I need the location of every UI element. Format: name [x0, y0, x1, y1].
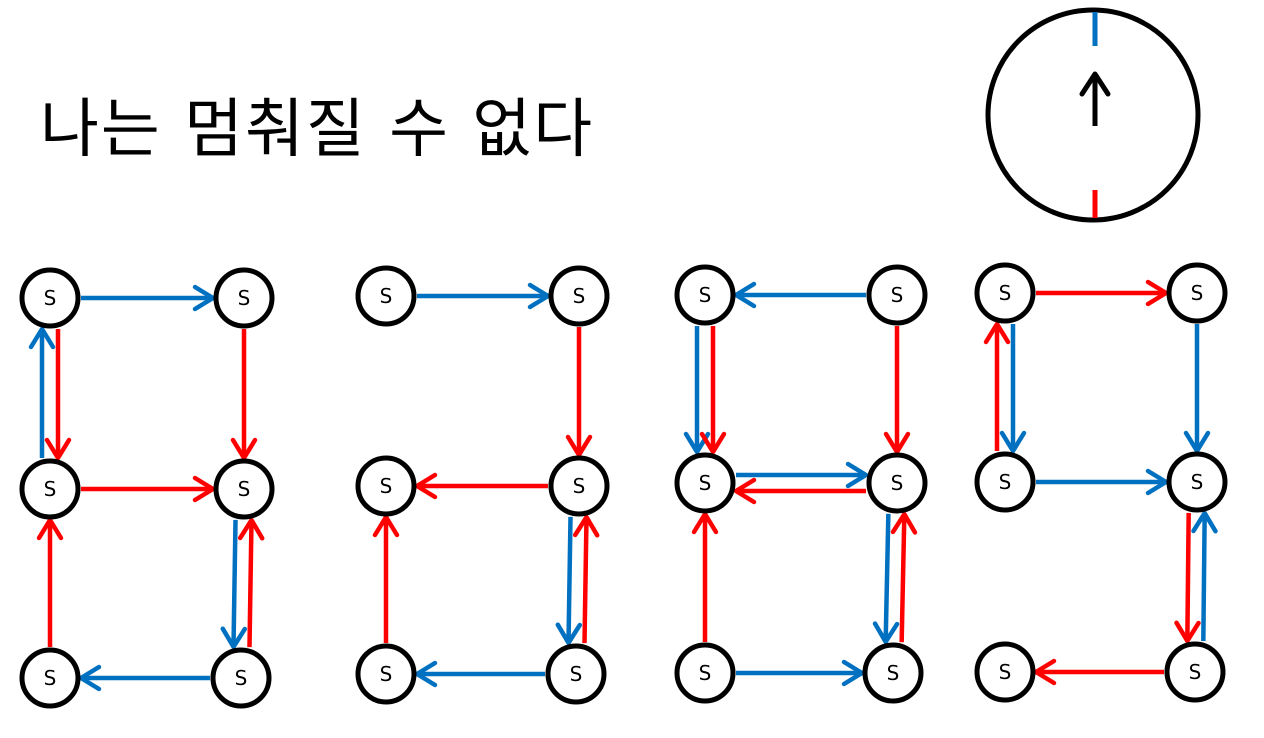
digit-2-edge-br-to-mr-red [572, 514, 600, 644]
digit-1-node-bl: S [19, 647, 81, 709]
digit-2-node-bl: S [355, 643, 417, 705]
node-circle [545, 643, 607, 705]
digit-2-node-br: S [545, 643, 607, 705]
node-circle [674, 264, 736, 326]
node-label: S [380, 662, 393, 686]
digit-3-node-tl: S [674, 264, 736, 326]
node-circle [548, 455, 610, 517]
digit-3-node-ml: S [674, 452, 736, 514]
digit-4-edge-mr-to-br-red [1174, 512, 1201, 644]
node-circle [355, 265, 417, 327]
node-circle [974, 451, 1036, 513]
digit-4-node-tl: S [974, 262, 1036, 324]
node-circle [974, 641, 1036, 703]
node-circle [974, 262, 1036, 324]
node-circle [674, 642, 736, 704]
node-circle [19, 458, 81, 520]
node-label: S [44, 477, 57, 501]
digit-4-node-mr: S [1166, 451, 1228, 513]
node-circle [210, 647, 272, 709]
node-label: S [380, 474, 393, 498]
node-circle [213, 267, 275, 329]
node-label: S [238, 477, 251, 501]
node-circle [213, 458, 275, 520]
digit-2-edge-mr-to-br-blue [555, 516, 583, 646]
node-label: S [380, 284, 393, 308]
clock-up-arrow-icon [985, 7, 1201, 223]
node-circle [1166, 262, 1228, 324]
digit-4-node-tr: S [1166, 262, 1228, 324]
node-label: S [573, 474, 586, 498]
node-circle [866, 264, 928, 326]
digit-1-node-tr: S [213, 267, 275, 329]
node-circle [1166, 451, 1228, 513]
digit-4-node-bl: S [974, 641, 1036, 703]
node-label: S [1189, 660, 1202, 684]
node-label: S [1191, 281, 1204, 305]
node-circle [1164, 641, 1226, 703]
node-circle [862, 642, 924, 704]
node-label: S [44, 666, 57, 690]
node-label: S [891, 283, 904, 307]
digit-4-edge-br-to-mr-blue [1191, 510, 1218, 642]
node-circle [866, 452, 928, 514]
node-circle [355, 455, 417, 517]
digit-1-edge-br-to-mr-red [237, 517, 265, 648]
node-label: S [573, 284, 586, 308]
node-label: S [44, 286, 57, 310]
node-label: S [699, 283, 712, 307]
digit-1-node-tl: S [19, 267, 81, 329]
digit-4-node-ml: S [974, 451, 1036, 513]
node-label: S [999, 281, 1012, 305]
digit-1-edge-mr-to-br-blue [220, 519, 248, 650]
node-label: S [999, 470, 1012, 494]
node-circle [19, 647, 81, 709]
node-label: S [235, 666, 248, 690]
node-circle [355, 643, 417, 705]
node-label: S [887, 661, 900, 685]
digit-2-node-tr: S [548, 265, 610, 327]
node-circle [674, 452, 736, 514]
digit-1-node-ml: S [19, 458, 81, 520]
digit-1-node-mr: S [213, 458, 275, 520]
digit-2-node-ml: S [355, 455, 417, 517]
page-title: 나는 멈춰질 수 없다 [40, 93, 595, 167]
digit-1-node-br: S [210, 647, 272, 709]
node-label: S [1191, 470, 1204, 494]
node-label: S [699, 471, 712, 495]
digit-3-edge-br-to-mr-red [890, 511, 918, 643]
node-label: S [699, 661, 712, 685]
digit-2-node-mr: S [548, 455, 610, 517]
node-label: S [999, 660, 1012, 684]
node-label: S [238, 286, 251, 310]
node-circle [548, 265, 610, 327]
node-circle [19, 267, 81, 329]
node-label: S [570, 662, 583, 686]
node-label: S [891, 471, 904, 495]
digit-3-edge-mr-to-br-blue [872, 513, 900, 645]
digit-3-node-bl: S [674, 642, 736, 704]
digit-3-node-tr: S [866, 264, 928, 326]
digit-3-node-br: S [862, 642, 924, 704]
digit-3-node-mr: S [866, 452, 928, 514]
digit-4-node-br: S [1164, 641, 1226, 703]
compass-arrow-head [1079, 71, 1111, 97]
digit-2-node-tl: S [355, 265, 417, 327]
